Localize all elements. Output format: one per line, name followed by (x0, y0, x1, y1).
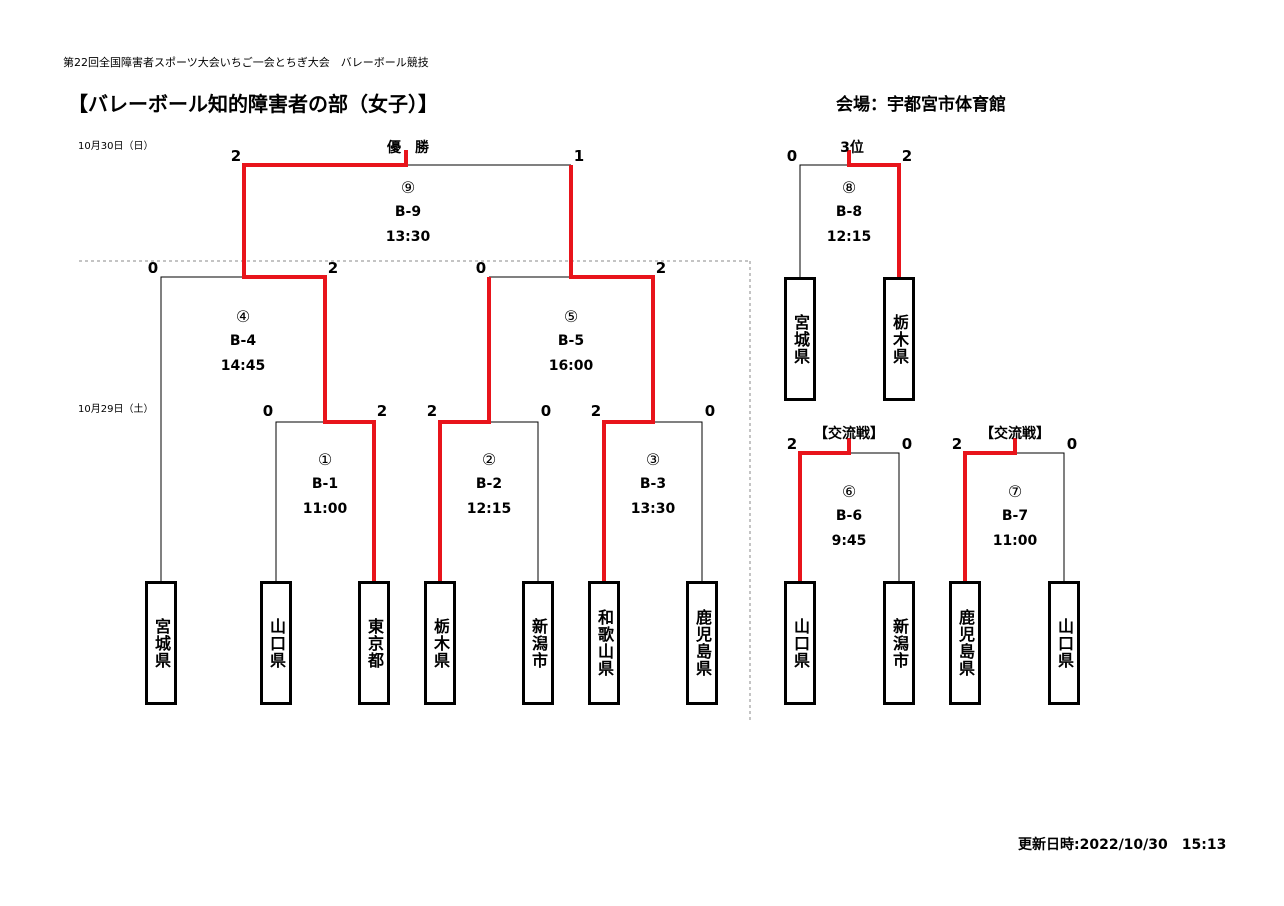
match-label-m8: ⑧ B-8 12:15 (809, 175, 889, 250)
team-box-kagoshima-ex: 鹿児島県 (949, 581, 981, 705)
match-label-m3: ③ B-3 13:30 (613, 447, 693, 522)
score-m9-right: 1 (573, 147, 585, 165)
team-box-kagoshima: 鹿児島県 (686, 581, 718, 705)
venue-label: 会場：宇都宮市体育館 (836, 95, 1006, 115)
team-name: 山口県 (1055, 617, 1074, 669)
match-number: ⑦ (1007, 482, 1023, 501)
score-m7-right: 0 (1066, 435, 1078, 453)
match-time: 13:30 (385, 229, 431, 245)
score-m6-left: 2 (786, 435, 798, 453)
champion-label: 優 勝 (387, 140, 429, 156)
team-box-miyagi: 宮城県 (145, 581, 177, 705)
match-code: B-6 (835, 508, 863, 524)
score-m3-left: 2 (590, 402, 602, 420)
match-label-m6: ⑥ B-6 9:45 (809, 479, 889, 554)
team-name: 新潟市 (529, 617, 548, 669)
match-time: 16:00 (548, 358, 594, 374)
match-code: B-8 (835, 204, 863, 220)
score-m7-left: 2 (951, 435, 963, 453)
match-label-m5: ⑤ B-5 16:00 (531, 304, 611, 379)
team-name: 鹿児島県 (693, 609, 712, 677)
date-first-day: 10月29日（土） (78, 404, 154, 415)
score-m6-right: 0 (901, 435, 913, 453)
match-time: 14:45 (220, 358, 266, 374)
team-box-tokyo: 東京都 (358, 581, 390, 705)
match-time: 11:00 (992, 533, 1038, 549)
score-m1-right: 2 (376, 402, 388, 420)
match-time: 12:15 (826, 229, 872, 245)
match-number: ③ (645, 450, 661, 469)
exchange-label-1: 【交流戦】 (814, 426, 884, 442)
updated-timestamp: 更新日時:2022/10/30 15:13 (1018, 837, 1227, 853)
team-box-niigata: 新潟市 (522, 581, 554, 705)
team-name: 栃木県 (431, 617, 450, 669)
team-box-yamaguchi-ex: 山口県 (784, 581, 816, 705)
match-code: B-3 (639, 476, 667, 492)
exchange-label-2: 【交流戦】 (980, 426, 1050, 442)
team-box-wakayama: 和歌山県 (588, 581, 620, 705)
date-final-day: 10月30日（日） (78, 141, 154, 152)
match-number: ⑧ (841, 178, 857, 197)
team-name: 栃木県 (890, 313, 909, 365)
match-time: 12:15 (466, 501, 512, 517)
third-place-label: 3位 (840, 140, 864, 156)
team-name: 新潟市 (890, 617, 909, 669)
match-time: 13:30 (630, 501, 676, 517)
team-name: 和歌山県 (595, 609, 614, 677)
score-m4-left: 0 (147, 259, 159, 277)
team-name: 鹿児島県 (956, 609, 975, 677)
match-code: B-9 (394, 204, 422, 220)
team-box-yamaguchi: 山口県 (260, 581, 292, 705)
score-m8-left: 0 (786, 147, 798, 165)
team-box-miyagi-3rd: 宮城県 (784, 277, 816, 401)
team-box-tochigi: 栃木県 (424, 581, 456, 705)
score-m2-right: 0 (540, 402, 552, 420)
match-number: ② (481, 450, 497, 469)
score-m2-left: 2 (426, 402, 438, 420)
match-code: B-4 (229, 333, 257, 349)
match-code: B-5 (557, 333, 585, 349)
match-time: 11:00 (302, 501, 348, 517)
team-box-niigata-ex: 新潟市 (883, 581, 915, 705)
event-title: 第22回全国障害者スポーツ大会いちご一会とちぎ大会 バレーボール競技 (63, 56, 429, 69)
team-name: 東京都 (365, 617, 384, 669)
team-name: 山口県 (791, 617, 810, 669)
score-m1-left: 0 (262, 402, 274, 420)
match-time: 9:45 (831, 533, 867, 549)
team-name: 宮城県 (152, 617, 171, 669)
match-number: ④ (235, 307, 251, 326)
match-label-m1: ① B-1 11:00 (285, 447, 365, 522)
match-number: ⑥ (841, 482, 857, 501)
match-code: B-1 (311, 476, 339, 492)
score-m5-right: 2 (655, 259, 667, 277)
match-label-m9: ⑨ B-9 13:30 (368, 175, 448, 250)
score-m8-right: 2 (901, 147, 913, 165)
match-code: B-2 (475, 476, 503, 492)
match-number: ⑤ (563, 307, 579, 326)
team-name: 宮城県 (791, 313, 810, 365)
score-m9-left: 2 (230, 147, 242, 165)
match-label-m7: ⑦ B-7 11:00 (975, 479, 1055, 554)
score-m4-right: 2 (327, 259, 339, 277)
score-m5-left: 0 (475, 259, 487, 277)
match-code: B-7 (1001, 508, 1029, 524)
team-box-tochigi-3rd: 栃木県 (883, 277, 915, 401)
page-title: 【バレーボール知的障害者の部（女子）】 (68, 92, 438, 116)
match-label-m2: ② B-2 12:15 (449, 447, 529, 522)
score-m3-right: 0 (704, 402, 716, 420)
match-number: ① (317, 450, 333, 469)
match-label-m4: ④ B-4 14:45 (203, 304, 283, 379)
team-name: 山口県 (267, 617, 286, 669)
match-number: ⑨ (400, 178, 416, 197)
team-box-yamaguchi-ex2: 山口県 (1048, 581, 1080, 705)
